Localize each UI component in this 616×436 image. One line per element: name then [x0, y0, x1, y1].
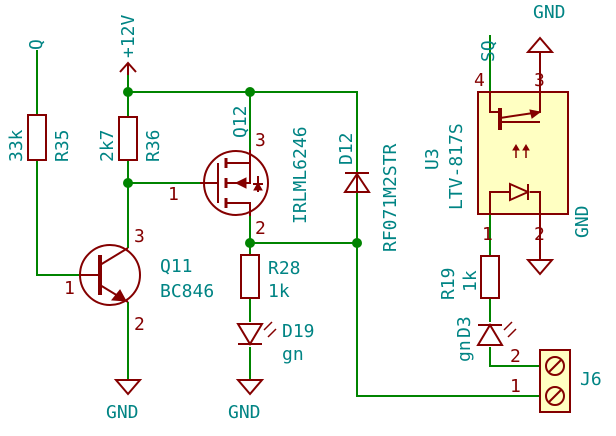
d19-ref: D19	[282, 321, 315, 342]
resistor-r35: 33k R35	[6, 114, 73, 162]
vcc-label: +12V	[118, 14, 139, 58]
emitter-arrow-icon	[529, 109, 542, 119]
q11-pin3: 3	[134, 226, 145, 247]
optocoupler-u3: 1 2 3 4 U3 LTV-817S	[422, 70, 569, 245]
diode-icon	[343, 172, 371, 193]
wire-d3-j6	[489, 347, 540, 367]
d3-ref: D3	[454, 316, 475, 338]
q12-pin2: 2	[255, 218, 266, 239]
light-rays-icon	[503, 321, 517, 338]
q12-value: IRLML6246	[290, 126, 311, 224]
u3-pin4: 4	[474, 70, 485, 91]
d12-ref: D12	[336, 132, 357, 165]
u3-anode-lead	[489, 191, 510, 214]
j6-ref: J6	[580, 369, 602, 390]
d19-value: gn	[282, 344, 304, 365]
gnd-label: GND	[228, 402, 261, 423]
led-d19: D19 gn	[236, 321, 315, 365]
junction-dot	[352, 238, 362, 248]
led-icon	[476, 323, 504, 346]
u3-pin1: 1	[482, 224, 493, 245]
ground-icon	[235, 379, 265, 396]
ground-icon	[525, 36, 555, 53]
led-icon	[236, 323, 264, 346]
vcc-symbol: +12V	[118, 14, 139, 75]
gnd-label: GND	[106, 402, 139, 423]
connector-j6: 2 1 J6	[510, 346, 602, 413]
r35-value: 33k	[6, 129, 27, 162]
resistor-body	[240, 254, 260, 299]
j6-pin2: 2	[510, 346, 521, 367]
ground-icon	[525, 259, 555, 276]
r35-ref: R35	[52, 129, 73, 162]
screw-slot	[548, 359, 562, 373]
q11-value: BC846	[160, 281, 214, 302]
wire-r35-base	[36, 160, 80, 276]
r28-value: 1k	[268, 281, 290, 302]
channel-arrow-icon	[234, 177, 247, 189]
u3-ref: U3	[422, 148, 443, 170]
r36-value: 2k7	[97, 129, 118, 162]
q12-ref: Q12	[230, 105, 251, 138]
q-net-label: Q	[26, 39, 47, 50]
u3-value: LTV-817S	[446, 123, 467, 210]
gnd-label: GND	[572, 205, 593, 238]
j6-pin1: 1	[510, 376, 521, 397]
gnd-symbol: GND	[525, 205, 593, 276]
light-rays-icon	[263, 321, 277, 338]
q12-pin3: 3	[255, 130, 266, 151]
resistor-body	[118, 116, 138, 161]
resistor-r28: R28 1k	[240, 254, 301, 302]
led-icon	[509, 182, 531, 202]
mosfet-q12: 1 2 3 Q12 IRLML6246	[168, 105, 311, 239]
r36-ref: R36	[143, 129, 164, 162]
led-d3: D3 gn	[454, 316, 517, 362]
junctions	[123, 87, 362, 248]
transistor-q11: 1 2 3 Q11 BC846	[64, 226, 214, 335]
q12-pin1: 1	[168, 184, 179, 205]
q11-ref: Q11	[160, 256, 193, 277]
gnd-symbol: GND	[228, 379, 265, 423]
resistor-r36: 2k7 R36	[97, 116, 164, 162]
resistor-body	[480, 255, 500, 299]
sq-net-label: SQ	[478, 40, 499, 62]
body-diode-triangle	[253, 181, 263, 191]
d12-value: RF071M2STR	[380, 143, 401, 252]
ground-icon	[113, 379, 143, 396]
screw-terminal-icon	[545, 356, 565, 376]
q11-collector-lead	[99, 247, 129, 266]
junction-dot	[245, 87, 255, 97]
junction-dot	[245, 238, 255, 248]
r28-ref: R28	[268, 258, 301, 279]
junction-dot	[123, 178, 133, 188]
emitter-arrow-icon	[111, 289, 127, 302]
wire-to-j6-pin1	[356, 192, 540, 397]
light-arrowheads	[512, 144, 530, 151]
optocoupler-body	[477, 91, 569, 215]
screw-slot	[548, 389, 562, 403]
connector-body	[539, 349, 571, 413]
r19-value: 1k	[460, 270, 481, 292]
resistor-r19: R19 1k	[438, 255, 500, 300]
junction-dot	[123, 87, 133, 97]
d3-value: gn	[454, 340, 475, 362]
u3-pin3: 3	[534, 70, 545, 91]
u3-pin2: 2	[534, 224, 545, 245]
gnd-symbol: GND	[106, 379, 143, 423]
q12-drain-lead	[226, 202, 251, 216]
r19-ref: R19	[438, 267, 459, 300]
resistor-body	[27, 114, 47, 161]
u3-collector-lead	[489, 92, 500, 113]
q11-pin1: 1	[64, 278, 75, 299]
u3-cathode-lead	[530, 191, 541, 214]
screw-terminal-icon	[545, 386, 565, 406]
diode-d12: D12 RF071M2STR	[336, 132, 401, 252]
q11-pin2: 2	[134, 314, 145, 335]
q12-body-lead	[226, 163, 251, 184]
gnd-symbol: GND	[525, 2, 566, 92]
gnd-label: GND	[533, 2, 566, 23]
